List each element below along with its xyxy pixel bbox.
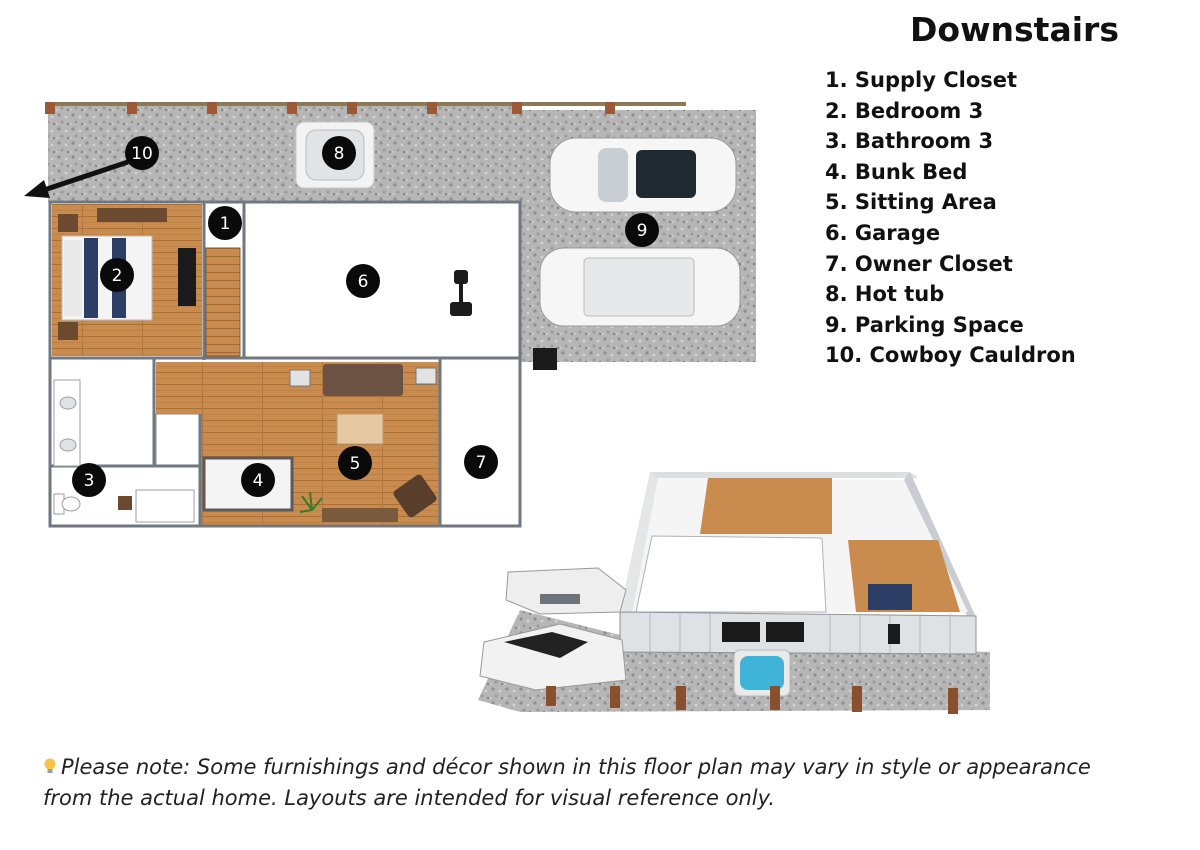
gravel-yard	[48, 106, 520, 202]
svg-text:3: 3	[84, 471, 95, 491]
bathtub	[135, 489, 195, 523]
svg-text:4: 4	[253, 471, 264, 491]
legend-item: 3. Bathroom 3	[825, 129, 994, 154]
isometric-view	[478, 472, 990, 714]
legend-item: 9. Parking Space	[825, 312, 1024, 337]
garage-bin	[533, 348, 557, 370]
iso-fence-posts	[546, 686, 958, 714]
room-marker: 1	[208, 206, 242, 240]
nightstand	[58, 214, 78, 232]
svg-text:10: 10	[131, 144, 153, 164]
garage-floor	[246, 204, 520, 356]
lightbulb-icon	[44, 758, 56, 773]
bed-queen	[61, 235, 153, 321]
room-marker: 3	[72, 463, 106, 497]
plant	[299, 491, 323, 513]
room-marker: 10	[125, 136, 159, 170]
tv-stand	[178, 248, 196, 306]
iso-window	[722, 622, 760, 642]
bath-bench	[118, 496, 132, 510]
iso-window	[888, 624, 900, 644]
iso-back-wall	[650, 472, 918, 478]
iso-wood-rooms	[700, 478, 832, 534]
iso-garage-room	[635, 535, 827, 613]
toilet	[53, 493, 81, 515]
room-marker: 8	[322, 136, 356, 170]
legend-item: 5. Sitting Area	[825, 190, 997, 215]
sofa	[323, 364, 403, 396]
legend-item: 10. Cowboy Cauldron	[825, 343, 1076, 368]
room-legend: 1. Supply Closet 2. Bedroom 3 3. Bathroo…	[825, 66, 1076, 372]
double-vanity	[53, 379, 81, 467]
legend-item: 6. Garage	[825, 220, 941, 245]
svg-text:7: 7	[476, 453, 487, 473]
legend-item: 4. Bunk Bed	[825, 159, 968, 184]
dresser	[97, 208, 167, 222]
iso-bed	[868, 584, 912, 610]
room-marker: 7	[464, 445, 498, 479]
owner-closet-floor	[442, 362, 520, 526]
iso-suv	[479, 623, 627, 691]
room-marker: 9	[625, 213, 659, 247]
disclaimer-note: Please note: Some furnishings and décor …	[43, 752, 1193, 814]
fence-line	[48, 102, 686, 106]
speaker	[289, 369, 311, 387]
room-marker: 2	[100, 258, 134, 292]
svg-text:8: 8	[334, 144, 345, 164]
speaker	[415, 367, 437, 385]
iso-van	[505, 567, 627, 615]
fence-posts	[45, 102, 615, 114]
legend-item: 8. Hot tub	[825, 282, 945, 307]
page-title: Downstairs	[910, 10, 1119, 49]
svg-text:1: 1	[220, 214, 231, 234]
armchair	[393, 474, 437, 518]
legend-item: 2. Bedroom 3	[825, 98, 984, 123]
legend-item: 7. Owner Closet	[825, 251, 1013, 276]
room-marker: 6	[346, 264, 380, 298]
stairs	[205, 247, 241, 357]
note-line-2: from the actual home. Layouts are intend…	[43, 786, 776, 810]
svg-text:6: 6	[358, 272, 369, 292]
walls	[48, 200, 522, 528]
suv-topview	[549, 137, 737, 213]
exercise-bike	[450, 270, 472, 316]
iso-left-wall	[620, 472, 660, 618]
svg-text:2: 2	[112, 266, 123, 286]
iso-window	[766, 622, 804, 642]
arrow-icon	[24, 159, 129, 198]
iso-hot-tub	[733, 649, 791, 697]
coffee-table	[336, 413, 384, 445]
nightstand	[58, 322, 78, 340]
note-line-1: Please note: Some furnishings and décor …	[61, 755, 1091, 779]
svg-text:5: 5	[350, 454, 361, 474]
shower	[155, 413, 201, 467]
media-console	[322, 508, 398, 522]
iso-facade-siding	[649, 614, 951, 653]
svg-text:9: 9	[637, 221, 648, 241]
room-marker: 4	[241, 463, 275, 497]
room-marker: 5	[338, 446, 372, 480]
van-topview	[539, 247, 741, 327]
legend-item: 1. Supply Closet	[825, 68, 1018, 92]
